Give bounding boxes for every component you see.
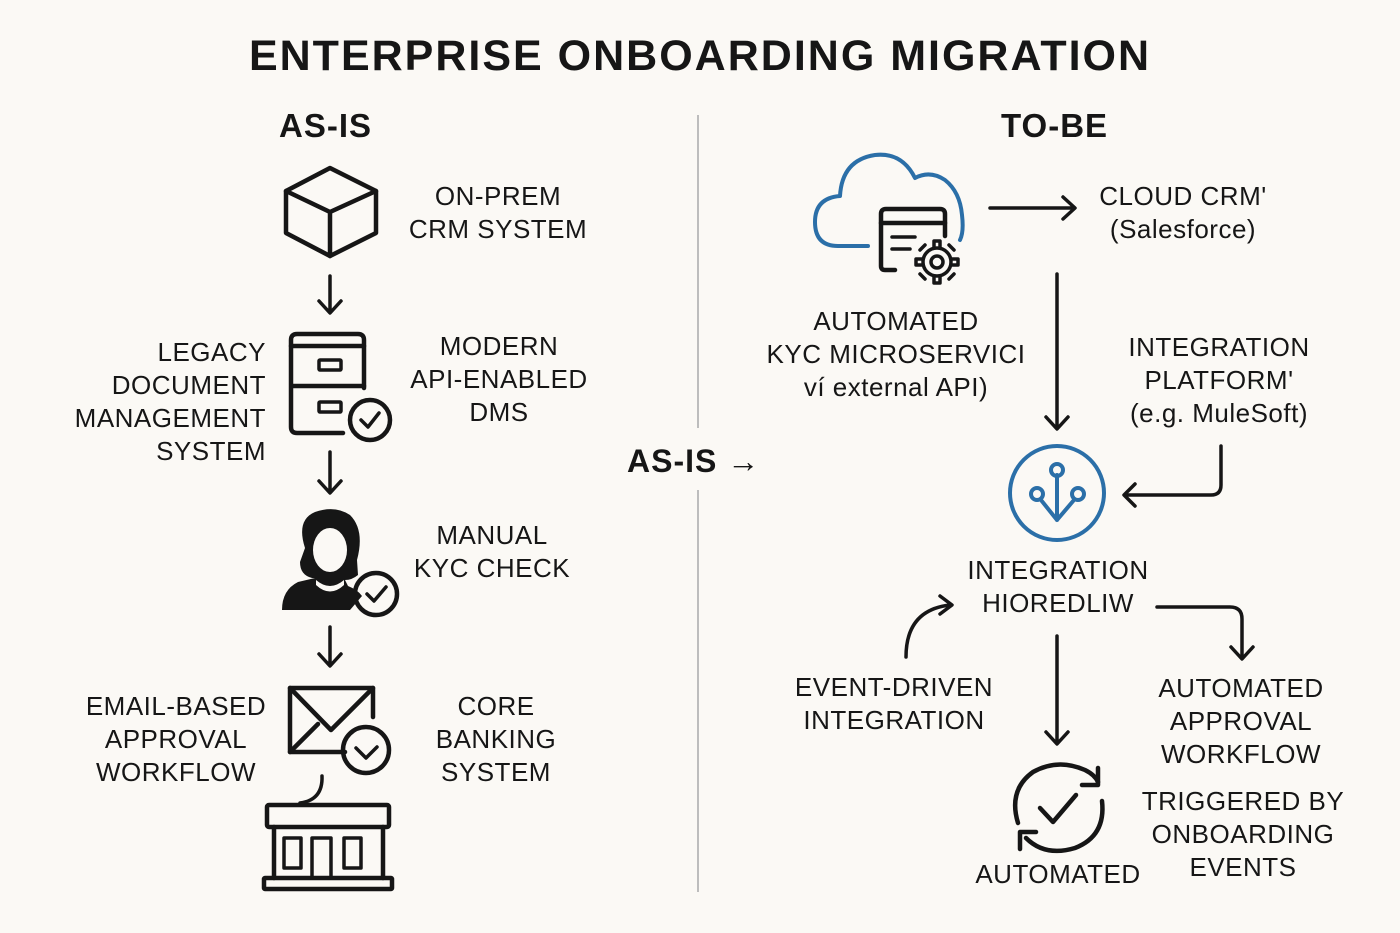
- arrow-down-to-hub: [1044, 272, 1070, 431]
- as-is-to-be-transition-label: AS-IS →: [627, 443, 761, 480]
- integration-hub-icon: [1008, 444, 1106, 542]
- cloud-crm-label: CLOUD CRM' (Salesforce): [1099, 181, 1267, 244]
- kyc-microservice-label: AUTOMATED KYC MICROSERVICI ví external A…: [766, 306, 1026, 402]
- integration-platform-label: INTEGRATION PLATFORM' (e.g. MuleSoft): [1128, 332, 1310, 428]
- cloud-gear-icon: [813, 152, 965, 285]
- automated-approval-label: AUTOMATED APPROVAL WORKFLOW: [1158, 673, 1324, 769]
- bank-building-icon: [261, 802, 395, 892]
- envelope-check-icon: [287, 685, 392, 776]
- arrow-hub-down: [1044, 634, 1070, 746]
- arrow-right-cloud-crm: [988, 195, 1077, 221]
- email-approval-label: EMAIL-BASED APPROVAL WORKFLOW: [85, 691, 267, 787]
- arrow-down-3: [317, 625, 343, 668]
- arrow-down-2: [317, 450, 343, 495]
- connector-line: [298, 774, 324, 805]
- on-prem-crm-label: ON-PREM CRM SYSTEM: [408, 181, 588, 244]
- person-check-icon: [282, 509, 400, 618]
- filing-cabinet-check-icon: [288, 331, 393, 443]
- event-driven-label: EVENT-DRIVEN INTEGRATION: [794, 672, 994, 735]
- manual-kyc-label: MANUAL KYC CHECK: [413, 520, 571, 583]
- automated-label: AUTOMATED: [975, 859, 1141, 889]
- integration-hub-label: INTEGRATION HIOREDLIW: [967, 555, 1149, 618]
- arrow-platform-to-hub: [1122, 444, 1223, 508]
- modern-dms-label: MODERN API-ENABLED DMS: [410, 331, 588, 427]
- as-is-heading: AS-IS: [279, 107, 373, 144]
- core-banking-label: CORE BANKING SYSTEM: [435, 691, 557, 787]
- legacy-dms-label: LEGACY DOCUMENT MANAGEMENT SYSTEM: [74, 337, 266, 466]
- to-be-heading: TO-BE: [1001, 107, 1109, 144]
- triggered-by-events-label: TRIGGERED BY ONBOARDING EVENTS: [1141, 786, 1345, 882]
- refresh-check-icon: [1012, 762, 1105, 854]
- arrow-down-1: [317, 274, 343, 315]
- arrow-event-to-hub: [904, 594, 954, 659]
- arrow-hub-to-approval: [1155, 605, 1255, 661]
- cube-icon: [283, 165, 379, 259]
- diagram-title: ENTERPRISE ONBOARDING MIGRATION: [248, 32, 1152, 80]
